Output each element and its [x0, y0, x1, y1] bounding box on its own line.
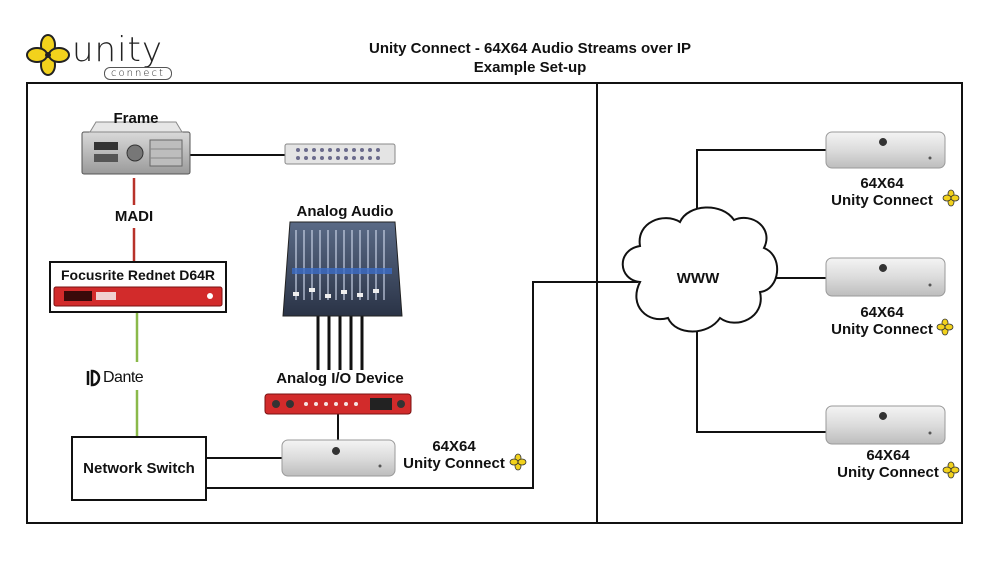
analog-io-device — [264, 393, 412, 415]
remote-unit-2-line1: 64X64 — [860, 304, 904, 321]
local-unit-label-line1: 64X64 — [432, 438, 476, 455]
unity-logo: unity connect — [26, 30, 176, 80]
switch-to-www-link — [206, 281, 638, 489]
frame-label: Frame — [113, 110, 159, 127]
remote-unit-label-2: 64X64 Unity Connect — [826, 304, 938, 338]
diagram-title-line2: Example Set-up — [473, 59, 587, 76]
unity-flower-icon — [942, 461, 960, 479]
remote-mac-mini-2 — [825, 257, 946, 297]
remote-unit-1-line1: 64X64 — [860, 175, 904, 192]
www-to-remote3-link — [696, 325, 826, 433]
network-switch-label: Network Switch — [83, 460, 195, 477]
focusrite-label: Focusrite Rednet D64R — [60, 267, 216, 283]
remote-unit-1-line2: Unity Connect — [831, 192, 933, 209]
local-unit-label-line2: Unity Connect — [403, 455, 505, 472]
remote-mac-mini-1 — [825, 131, 946, 169]
unity-flower-icon — [942, 189, 960, 207]
unity-flower-icon — [936, 318, 954, 336]
remote-unit-label-3: 64X64 Unity Connect — [832, 447, 944, 481]
remote-unit-3-line2: Unity Connect — [837, 464, 939, 481]
local-unit-label: 64X64 Unity Connect — [398, 438, 510, 472]
analog-audio-label: Analog Audio — [296, 203, 394, 220]
dante-logo-icon — [86, 369, 101, 387]
analog-io-label: Analog I/O Device — [276, 370, 404, 387]
network-switch-box — [71, 436, 207, 501]
www-to-remote1-link — [696, 149, 826, 222]
www-cloud — [621, 206, 779, 333]
remote-unit-label-1: 64X64 Unity Connect — [826, 175, 938, 209]
rack-interface-device — [284, 143, 396, 165]
remote-unit-3-line1: 64X64 — [866, 447, 910, 464]
madi-label: MADI — [114, 208, 154, 225]
unity-flower-icon — [509, 453, 527, 471]
remote-unit-2-line2: Unity Connect — [831, 321, 933, 338]
logo-word: unity — [72, 30, 163, 70]
www-label: WWW — [676, 270, 720, 287]
remote-site-panel — [596, 82, 963, 524]
logo-subword: connect — [104, 67, 172, 80]
dante-label: Dante — [103, 369, 144, 386]
diagram-title-line1: Unity Connect - 64X64 Audio Streams over… — [368, 40, 692, 57]
local-mac-mini — [281, 439, 396, 477]
logo-flower-icon — [26, 34, 70, 76]
remote-mac-mini-3 — [825, 405, 946, 445]
analog-cables — [316, 316, 364, 370]
frame-device — [81, 121, 191, 175]
focusrite-rednet-device — [49, 261, 227, 313]
analog-mixer-device — [282, 221, 403, 317]
